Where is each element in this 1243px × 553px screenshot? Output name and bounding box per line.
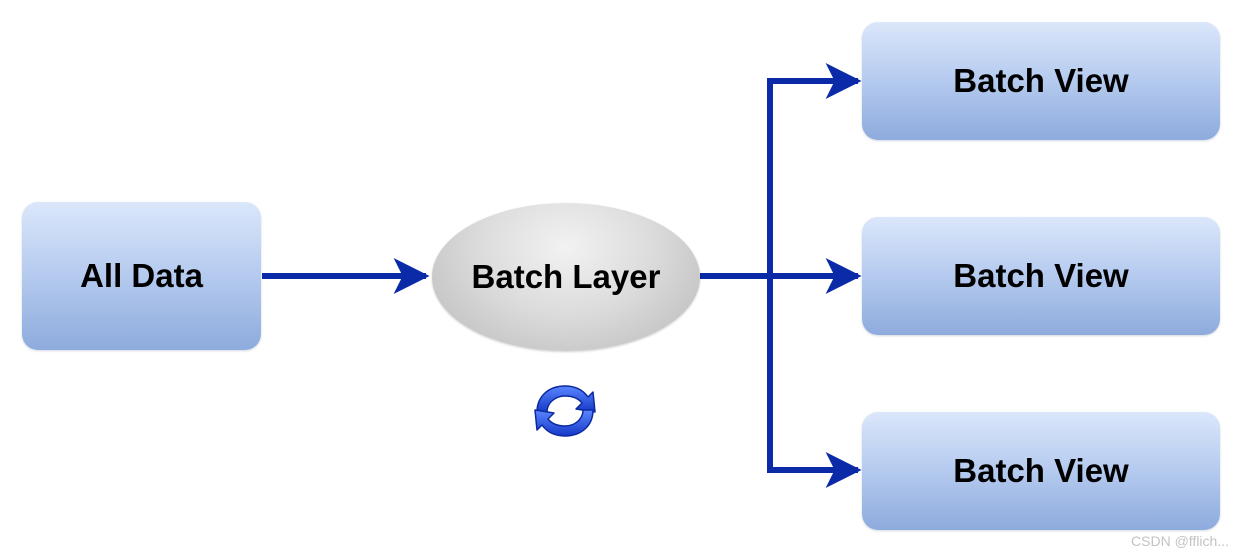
batch-layer-label: Batch Layer [471, 258, 661, 295]
batch-view-node-3: Batch View [862, 412, 1220, 530]
batch-view-label-1: Batch View [953, 62, 1129, 99]
refresh-icon [534, 385, 596, 437]
batch-view-label-2: Batch View [953, 257, 1129, 294]
all-data-node: All Data [22, 202, 261, 350]
watermark: CSDN @fflich... [1131, 533, 1229, 549]
batch-layer-node: Batch Layer [432, 203, 700, 351]
batch-view-node-1: Batch View [862, 22, 1220, 140]
batch-view-label-3: Batch View [953, 452, 1129, 489]
all-data-label: All Data [80, 257, 203, 294]
batch-view-node-2: Batch View [862, 217, 1220, 335]
